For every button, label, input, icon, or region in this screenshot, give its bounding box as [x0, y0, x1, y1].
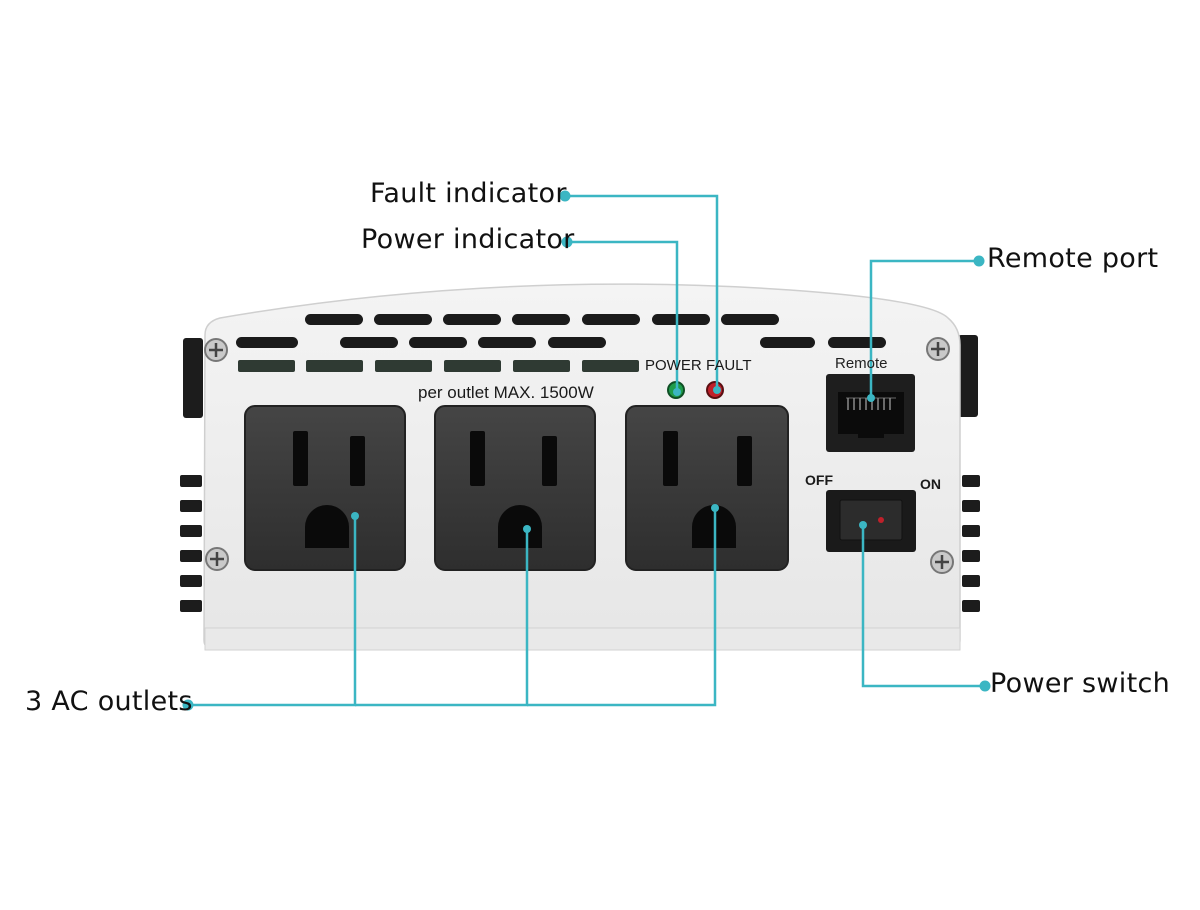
- switch-off-label: OFF: [805, 472, 833, 488]
- remote-port-label: Remote: [835, 355, 888, 372]
- remote-port[interactable]: [826, 374, 915, 452]
- leader-lines: [188, 194, 985, 707]
- switch-on-label: ON: [920, 476, 941, 492]
- power-switch-callout: Power switch: [990, 668, 1171, 699]
- vent-window-row: [238, 360, 639, 372]
- vent-slots: [236, 314, 886, 348]
- screw: [204, 338, 228, 362]
- left-heatsink-fins: [180, 338, 203, 612]
- remote-port-callout: Remote port: [987, 243, 1159, 274]
- power-led-label: POWER: [645, 357, 702, 374]
- housing-base: [204, 627, 961, 651]
- ac-outlet[interactable]: [434, 405, 596, 571]
- screw: [205, 547, 229, 571]
- screw: [930, 550, 954, 574]
- ac-outlet[interactable]: [625, 405, 789, 571]
- leader-dots: [182, 190, 991, 711]
- fault-led-label: FAULT: [706, 357, 752, 374]
- screw: [926, 337, 950, 361]
- ac-outlet[interactable]: [244, 405, 406, 571]
- power-switch[interactable]: [826, 490, 916, 552]
- fault-indicator-callout: Fault indicator: [370, 178, 567, 209]
- ac-outlets-callout: 3 AC outlets: [25, 686, 193, 717]
- right-heatsink-fins: [958, 335, 980, 612]
- power-indicator-callout: Power indicator: [361, 224, 575, 255]
- outlet-rating-label: per outlet MAX. 1500W: [418, 383, 594, 402]
